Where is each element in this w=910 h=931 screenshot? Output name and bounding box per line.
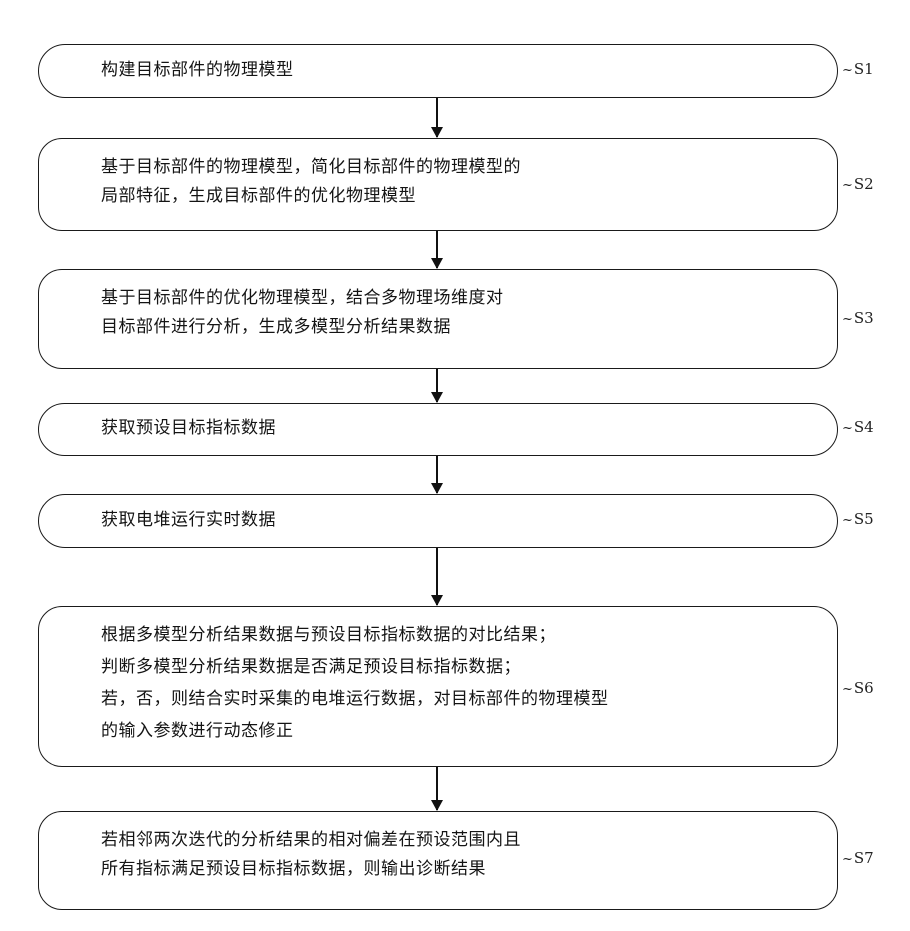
step-line: 所有指标满足预设目标指标数据，则输出诊断结果: [101, 859, 486, 879]
step-line: 判断多模型分析结果数据是否满足预设目标指标数据；: [101, 657, 521, 677]
step-text-s6: 根据多模型分析结果数据与预设目标指标数据的对比结果； 判断多模型分析结果数据是否…: [101, 619, 609, 747]
step-box-s5: 获取电堆运行实时数据: [38, 494, 838, 548]
label-text: S2: [853, 175, 874, 193]
step-text-s5: 获取电堆运行实时数据: [101, 506, 276, 535]
label-text: S7: [853, 849, 874, 867]
step-line: 获取电堆运行实时数据: [101, 510, 276, 530]
step-line: 局部特征，生成目标部件的优化物理模型: [101, 186, 416, 206]
step-line: 根据多模型分析结果数据与预设目标指标数据的对比结果；: [101, 625, 556, 645]
step-text-s7: 若相邻两次迭代的分析结果的相对偏差在预设范围内且 所有指标满足预设目标指标数据，…: [101, 826, 521, 884]
label-text: S1: [853, 60, 874, 78]
label-connector: ~: [842, 682, 853, 697]
step-line: 若相邻两次迭代的分析结果的相对偏差在预设范围内且: [101, 830, 521, 850]
down-arrow-icon: [431, 231, 443, 269]
step-box-s1: 构建目标部件的物理模型: [38, 44, 838, 98]
label-connector: ~: [842, 852, 853, 867]
step-label-s3: ~S3: [842, 309, 874, 327]
step-label-s5: ~S5: [842, 510, 874, 528]
label-text: S5: [853, 510, 874, 528]
step-label-s1: ~S1: [842, 60, 874, 78]
step-text-s4: 获取预设目标指标数据: [101, 414, 276, 443]
step-label-s7: ~S7: [842, 849, 874, 867]
label-connector: ~: [842, 63, 853, 78]
step-line: 的输入参数进行动态修正: [101, 721, 294, 741]
step-box-s3: 基于目标部件的优化物理模型，结合多物理场维度对 目标部件进行分析，生成多模型分析…: [38, 269, 838, 369]
label-connector: ~: [842, 513, 853, 528]
down-arrow-icon: [431, 98, 443, 138]
step-line: 目标部件进行分析，生成多模型分析结果数据: [101, 317, 451, 337]
label-connector: ~: [842, 312, 853, 327]
label-text: S3: [853, 309, 874, 327]
label-text: S4: [853, 418, 874, 436]
down-arrow-icon: [431, 767, 443, 811]
step-label-s6: ~S6: [842, 679, 874, 697]
step-text-s2: 基于目标部件的物理模型，简化目标部件的物理模型的 局部特征，生成目标部件的优化物…: [101, 153, 521, 211]
step-box-s6: 根据多模型分析结果数据与预设目标指标数据的对比结果； 判断多模型分析结果数据是否…: [38, 606, 838, 767]
step-line: 构建目标部件的物理模型: [101, 60, 294, 80]
label-connector: ~: [842, 178, 853, 193]
step-label-s2: ~S2: [842, 175, 874, 193]
step-text-s1: 构建目标部件的物理模型: [101, 56, 294, 85]
step-box-s4: 获取预设目标指标数据: [38, 403, 838, 456]
step-line: 获取预设目标指标数据: [101, 418, 276, 438]
label-connector: ~: [842, 421, 853, 436]
label-text: S6: [853, 679, 874, 697]
step-text-s3: 基于目标部件的优化物理模型，结合多物理场维度对 目标部件进行分析，生成多模型分析…: [101, 284, 504, 342]
step-box-s2: 基于目标部件的物理模型，简化目标部件的物理模型的 局部特征，生成目标部件的优化物…: [38, 138, 838, 231]
step-box-s7: 若相邻两次迭代的分析结果的相对偏差在预设范围内且 所有指标满足预设目标指标数据，…: [38, 811, 838, 910]
step-line: 若，否，则结合实时采集的电堆运行数据，对目标部件的物理模型: [101, 689, 609, 709]
down-arrow-icon: [431, 548, 443, 606]
down-arrow-icon: [431, 456, 443, 494]
step-label-s4: ~S4: [842, 418, 874, 436]
step-line: 基于目标部件的优化物理模型，结合多物理场维度对: [101, 288, 504, 308]
down-arrow-icon: [431, 369, 443, 403]
step-line: 基于目标部件的物理模型，简化目标部件的物理模型的: [101, 157, 521, 177]
